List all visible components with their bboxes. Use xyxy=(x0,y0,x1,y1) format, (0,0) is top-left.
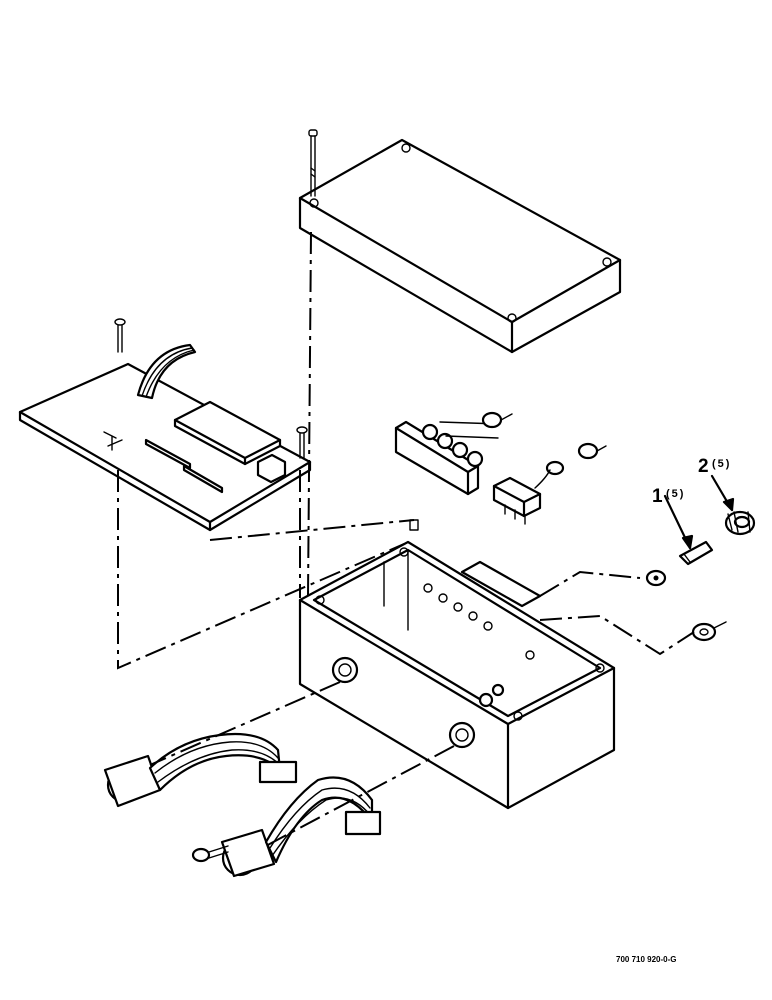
callout-1-pin-and-washer xyxy=(645,494,714,587)
callout-label-2: 2 (5) xyxy=(698,456,731,477)
figure-number: 700 710 920-0-G xyxy=(616,955,677,964)
cover-screw xyxy=(308,129,318,197)
wire-harness-1 xyxy=(103,732,298,808)
wire-harness-2 xyxy=(220,776,382,878)
assembly-lines xyxy=(117,231,695,849)
nut xyxy=(481,411,503,429)
svg-text:(5): (5) xyxy=(666,488,685,500)
enclosure-box xyxy=(298,519,616,810)
circuit-board xyxy=(18,318,312,532)
washer xyxy=(545,460,565,476)
nut xyxy=(691,622,717,642)
screw xyxy=(191,845,229,863)
nut xyxy=(577,442,599,460)
callout-label-1: 1 (5) xyxy=(652,486,685,507)
svg-text:2: 2 xyxy=(698,456,709,477)
svg-text:1: 1 xyxy=(652,486,663,507)
svg-text:(5): (5) xyxy=(712,458,731,470)
callout-2-knurled-nut xyxy=(710,474,756,536)
jack-panel xyxy=(394,420,501,496)
toggle-switch xyxy=(492,469,551,525)
enclosure-cover xyxy=(298,138,622,354)
